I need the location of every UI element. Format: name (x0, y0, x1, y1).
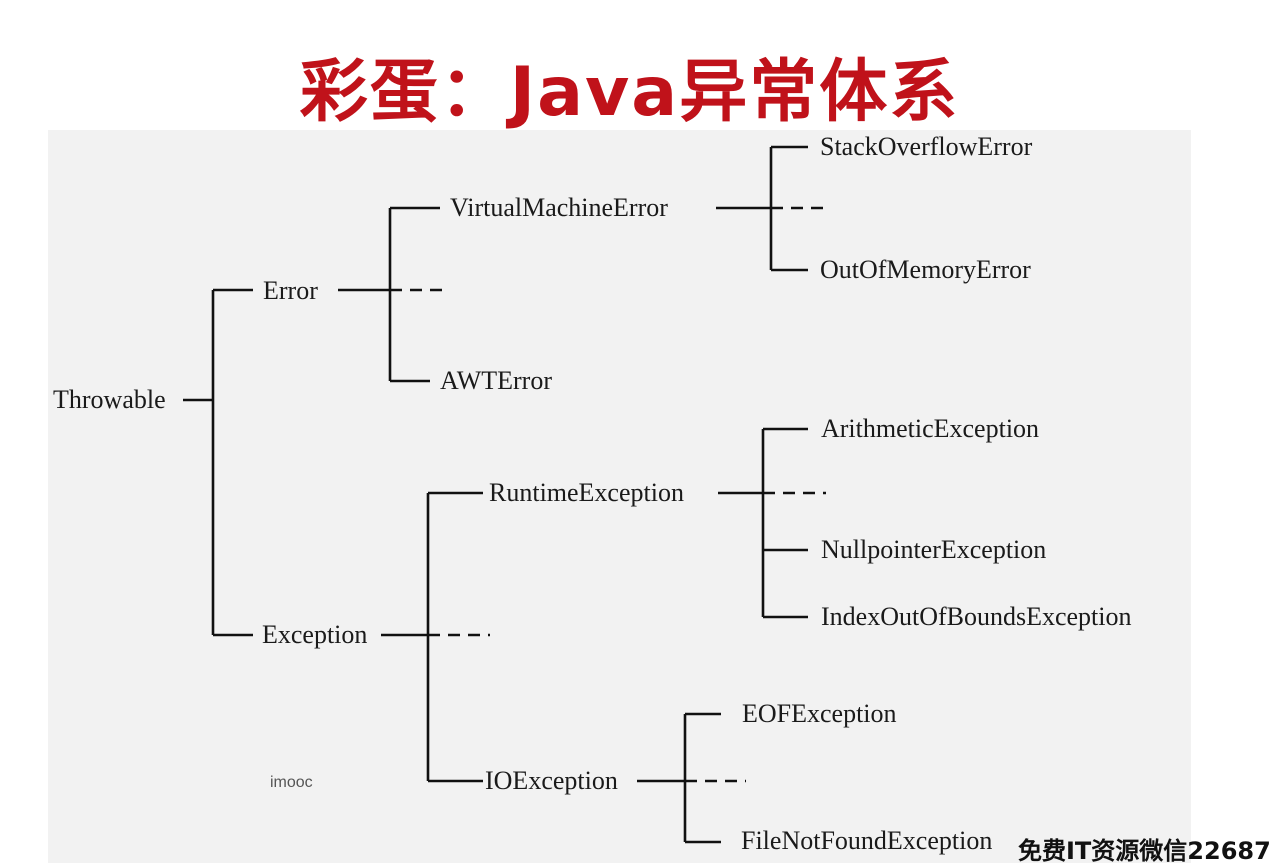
node-file-not-found-exception: FileNotFoundException (741, 826, 993, 855)
node-stack-overflow-error: StackOverflowError (820, 132, 1033, 161)
node-runtime-exception: RuntimeException (489, 478, 684, 507)
node-throwable: Throwable (53, 385, 166, 414)
node-eof-exception: EOFException (742, 699, 897, 728)
node-arithmetic-exception: ArithmeticException (821, 414, 1040, 443)
node-nullpointer-exception: NullpointerException (821, 535, 1047, 564)
overlay-caption: 免费IT资源微信22687 (1018, 837, 1271, 865)
node-out-of-memory-error: OutOfMemoryError (820, 255, 1031, 284)
node-index-out-of-bounds-exception: IndexOutOfBoundsException (821, 602, 1132, 631)
watermark-text: imooc (270, 774, 313, 791)
diagram-panel (48, 130, 1191, 863)
node-io-exception: IOException (485, 766, 618, 795)
node-exception: Exception (262, 620, 368, 649)
page-title: 彩蛋：Java异常体系 (299, 53, 960, 132)
node-awt-error: AWTError (440, 366, 552, 395)
node-virtual-machine-error: VirtualMachineError (450, 193, 668, 222)
node-error: Error (263, 276, 318, 305)
